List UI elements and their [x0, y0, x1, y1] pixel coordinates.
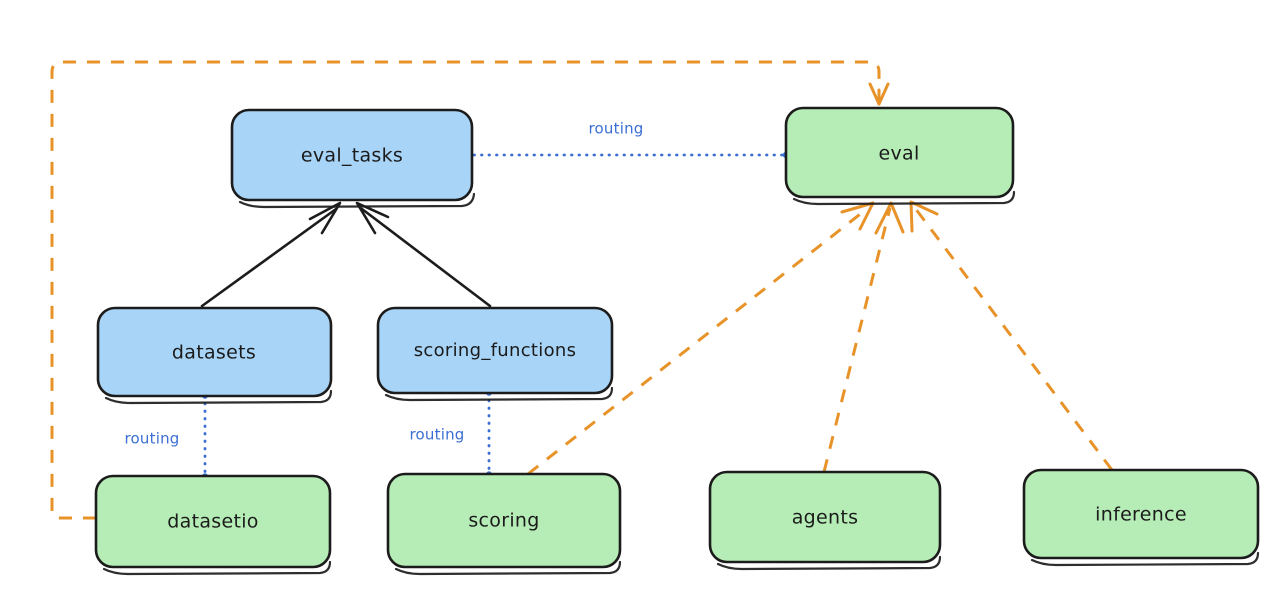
edge-label-datasets-routing: routing	[125, 430, 180, 448]
edge-label-eval-tasks-routing: routing	[589, 120, 644, 138]
edge-datasets-to-datasetio-routing	[202, 393, 208, 479]
edge-datasetio-to-eval	[50, 60, 890, 520]
node-eval-tasks-shape	[230, 108, 474, 202]
node-agents[interactable]: agents	[708, 470, 942, 571]
node-inference-label: inference	[1095, 504, 1187, 526]
node-scoring[interactable]: scoring	[386, 472, 622, 576]
node-scoring-shape	[386, 472, 622, 569]
node-agents-label: agents	[792, 507, 859, 529]
node-agents-shape	[708, 470, 942, 564]
edge-label-scoring-functions-routing: routing	[410, 426, 465, 444]
node-datasetio[interactable]: datasetio	[94, 474, 332, 576]
node-eval-shape	[784, 106, 1015, 199]
node-inference[interactable]: inference	[1022, 468, 1260, 567]
node-scoring-functions-label: scoring_functions	[414, 340, 577, 361]
node-eval[interactable]: eval	[784, 106, 1016, 206]
edge-scoring-functions-to-eval-tasks	[355, 201, 492, 308]
node-scoring-functions[interactable]: scoring_functions	[376, 306, 614, 402]
node-datasetio-shape	[94, 474, 332, 569]
edge-scoring-functions-to-scoring-routing	[486, 390, 492, 477]
node-datasetio-label: datasetio	[167, 511, 258, 533]
node-scoring-functions-shape	[376, 306, 614, 395]
edge-inference-to-eval	[909, 200, 1114, 471]
edge-agents-to-eval	[822, 201, 905, 473]
node-eval-label: eval	[878, 143, 919, 165]
node-datasets-label: datasets	[172, 342, 256, 364]
node-datasets-shape	[96, 306, 333, 398]
node-eval-tasks-label: eval_tasks	[301, 145, 403, 167]
node-eval-tasks[interactable]: eval_tasks	[230, 108, 476, 209]
edge-eval-tasks-to-eval-routing	[472, 151, 790, 159]
node-datasets[interactable]: datasets	[96, 306, 333, 405]
node-inference-shape	[1022, 468, 1260, 560]
edge-datasets-to-eval-tasks	[200, 201, 342, 308]
node-scoring-label: scoring	[468, 510, 539, 532]
